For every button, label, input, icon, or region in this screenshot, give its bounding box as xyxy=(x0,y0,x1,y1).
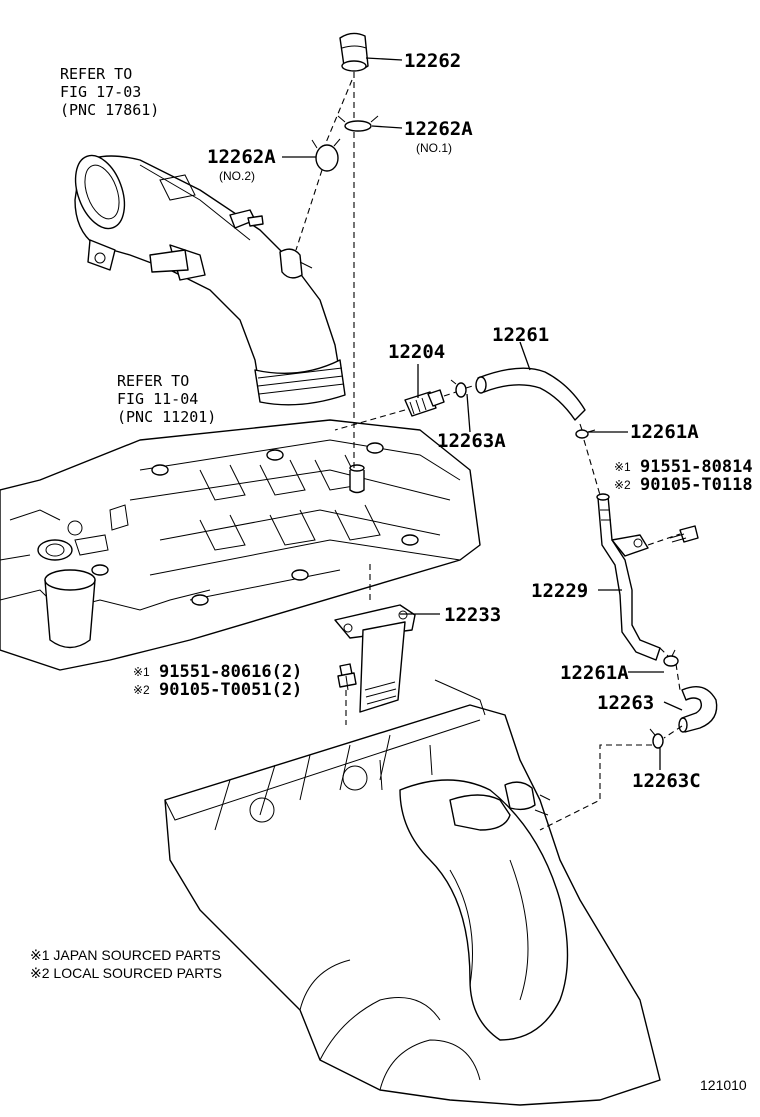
note-local-sourced: ※2 LOCAL SOURCED PARTS xyxy=(30,965,222,981)
mark-japan: ※1 xyxy=(614,460,631,474)
part-number-12229[interactable]: 12229 xyxy=(531,580,588,602)
part-number-90105-T0118[interactable]: 90105-T0118 xyxy=(640,475,753,495)
ref-label-fig-11-04: REFER TO FIG 11-04 (PNC 11201) xyxy=(117,372,216,426)
ref-line: FIG 11-04 xyxy=(117,390,198,408)
bolt-91551-80814 xyxy=(669,525,699,543)
part-number-90105-T0051[interactable]: 90105-T0051(2) xyxy=(159,680,302,700)
part-number-91551-80814[interactable]: 91551-80814 xyxy=(640,457,753,477)
part-number-12263C[interactable]: 12263C xyxy=(632,770,701,792)
part-number-12204[interactable]: 12204 xyxy=(388,341,445,363)
part-number-12261[interactable]: 12261 xyxy=(492,324,549,346)
part-number-12262A-no1[interactable]: 12262A xyxy=(404,118,473,140)
intake-manifold xyxy=(164,679,661,1106)
part-number-12261A-bottom[interactable]: 12261A xyxy=(560,662,629,684)
ref-line: FIG 17-03 xyxy=(60,83,141,101)
hose-12261 xyxy=(475,367,586,421)
part-number-12233[interactable]: 12233 xyxy=(444,604,501,626)
mark-local: ※2 xyxy=(614,478,631,492)
ref-line: REFER TO xyxy=(117,372,189,390)
bolt-91551-80616 xyxy=(337,663,357,691)
dashed-leaders xyxy=(295,72,683,831)
pipe-12229 xyxy=(596,493,661,661)
figure-code: 121010 xyxy=(700,1077,747,1093)
mark-japan: ※1 xyxy=(133,665,150,679)
sensor-12233 xyxy=(334,604,416,713)
ref-line: REFER TO xyxy=(60,65,132,83)
part-number-12262[interactable]: 12262 xyxy=(404,50,461,72)
leader-lines xyxy=(282,57,683,770)
part-number-12262A-no2[interactable]: 12262A xyxy=(207,146,276,168)
clamp-12262A-no2 xyxy=(311,138,341,172)
part-sub-no2: (NO.2) xyxy=(219,169,255,183)
clamp-12261A-top xyxy=(575,429,596,439)
part-number-12263[interactable]: 12263 xyxy=(597,692,654,714)
part-number-91551-80616[interactable]: 91551-80616(2) xyxy=(159,662,302,682)
note-japan-sourced: ※1 JAPAN SOURCED PARTS xyxy=(30,947,221,963)
mark-local: ※2 xyxy=(133,683,150,697)
ref-line: (PNC 17861) xyxy=(60,101,159,119)
part-number-12261A-top[interactable]: 12261A xyxy=(630,421,699,443)
clamp-12263A xyxy=(450,379,467,398)
clamp-12263C xyxy=(649,728,664,749)
cylinder-head-cover xyxy=(0,419,481,671)
clamp-12261A-bottom xyxy=(663,649,679,667)
pcv-valve-12204 xyxy=(404,389,445,417)
ref-line: (PNC 11201) xyxy=(117,408,216,426)
part-12262-hose xyxy=(339,32,369,72)
part-sub-no1: (NO.1) xyxy=(416,141,452,155)
part-number-12263A[interactable]: 12263A xyxy=(437,430,506,452)
ref-label-fig-17-03: REFER TO FIG 17-03 (PNC 17861) xyxy=(60,65,159,119)
hose-12263 xyxy=(678,686,718,733)
air-intake-duct xyxy=(74,154,346,406)
clamp-12262A-no1 xyxy=(337,115,379,132)
